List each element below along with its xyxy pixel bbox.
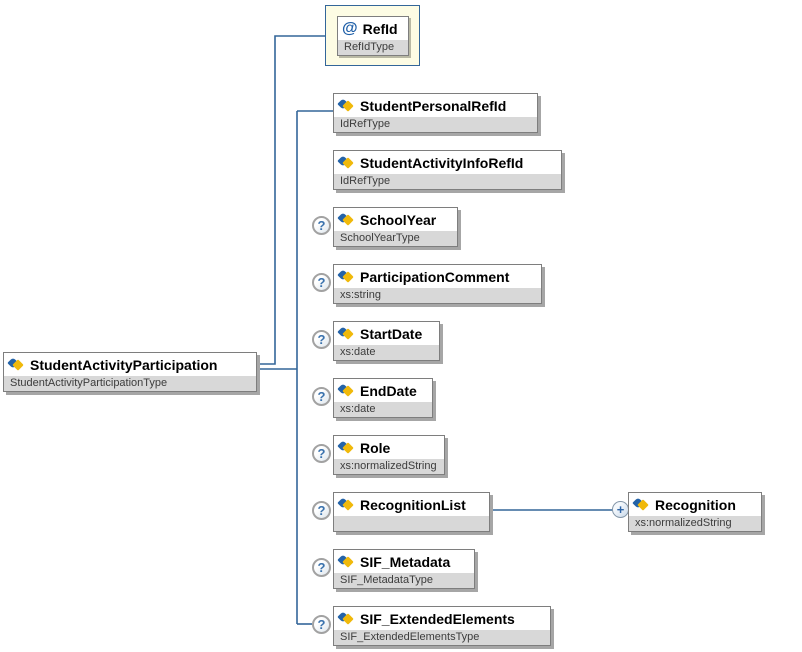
optional-badge: ? <box>312 615 331 634</box>
node-title-row: Role <box>334 436 444 459</box>
node-name: Role <box>360 439 391 456</box>
node-school-year[interactable]: SchoolYear SchoolYearType <box>333 207 458 247</box>
node-refid[interactable]: @ RefId RefIdType <box>337 16 409 56</box>
node-name: RefId <box>362 20 398 37</box>
node-name: Recognition <box>655 496 736 513</box>
node-title-row: EndDate <box>334 379 432 402</box>
element-icon <box>337 439 355 455</box>
node-name: SIF_ExtendedElements <box>360 610 515 627</box>
node-type: IdRefType <box>334 174 561 189</box>
node-type: SchoolYearType <box>334 231 457 246</box>
element-icon <box>337 325 355 341</box>
element-icon <box>337 553 355 569</box>
element-icon <box>337 268 355 284</box>
node-type: RefIdType <box>338 40 408 55</box>
one-or-more-badge: + <box>612 501 629 518</box>
optional-badge: ? <box>312 330 331 349</box>
node-type: xs:date <box>334 402 432 417</box>
optional-badge: ? <box>312 387 331 406</box>
node-role[interactable]: Role xs:normalizedString <box>333 435 445 475</box>
node-type: SIF_ExtendedElementsType <box>334 630 550 645</box>
node-student-personal-refid[interactable]: StudentPersonalRefId IdRefType <box>333 93 538 133</box>
node-sif-metadata[interactable]: SIF_Metadata SIF_MetadataType <box>333 549 475 589</box>
node-title-row: StudentActivityParticipation <box>4 353 256 376</box>
node-start-date[interactable]: StartDate xs:date <box>333 321 440 361</box>
node-name: SchoolYear <box>360 211 437 228</box>
node-title-row: @ RefId <box>338 17 408 40</box>
element-icon <box>337 610 355 626</box>
attribute-at-icon: @ <box>342 19 358 37</box>
node-type <box>334 516 489 531</box>
node-name: StudentPersonalRefId <box>360 97 507 114</box>
optional-badge: ? <box>312 273 331 292</box>
attribute-container: @ RefId RefIdType <box>325 5 420 66</box>
node-name: RecognitionList <box>360 496 466 513</box>
node-recognition[interactable]: Recognition xs:normalizedString <box>628 492 762 532</box>
element-icon <box>337 496 355 512</box>
optional-badge: ? <box>312 444 331 463</box>
node-student-activity-participation[interactable]: StudentActivityParticipation StudentActi… <box>3 352 257 392</box>
node-sif-extended-elements[interactable]: SIF_ExtendedElements SIF_ExtendedElement… <box>333 606 551 646</box>
node-title-row: ParticipationComment <box>334 265 541 288</box>
node-type: StudentActivityParticipationType <box>4 376 256 391</box>
optional-badge: ? <box>312 216 331 235</box>
node-student-activity-info-refid[interactable]: StudentActivityInfoRefId IdRefType <box>333 150 562 190</box>
node-type: xs:date <box>334 345 439 360</box>
element-icon <box>632 496 650 512</box>
element-icon <box>337 382 355 398</box>
node-title-row: SIF_Metadata <box>334 550 474 573</box>
element-icon <box>337 97 355 113</box>
node-recognition-list[interactable]: RecognitionList <box>333 492 490 532</box>
node-name: StudentActivityParticipation <box>30 356 218 373</box>
node-title-row: StudentActivityInfoRefId <box>334 151 561 174</box>
element-icon <box>337 154 355 170</box>
node-participation-comment[interactable]: ParticipationComment xs:string <box>333 264 542 304</box>
node-title-row: RecognitionList <box>334 493 489 516</box>
node-type: IdRefType <box>334 117 537 132</box>
node-title-row: StartDate <box>334 322 439 345</box>
node-name: EndDate <box>360 382 417 399</box>
node-type: xs:normalizedString <box>629 516 761 531</box>
node-title-row: Recognition <box>629 493 761 516</box>
node-title-row: StudentPersonalRefId <box>334 94 537 117</box>
node-name: StartDate <box>360 325 423 342</box>
node-type: SIF_MetadataType <box>334 573 474 588</box>
node-end-date[interactable]: EndDate xs:date <box>333 378 433 418</box>
element-icon <box>7 356 25 372</box>
optional-badge: ? <box>312 558 331 577</box>
node-title-row: SchoolYear <box>334 208 457 231</box>
node-title-row: SIF_ExtendedElements <box>334 607 550 630</box>
node-type: xs:normalizedString <box>334 459 444 474</box>
element-icon <box>337 211 355 227</box>
node-name: SIF_Metadata <box>360 553 451 570</box>
node-type: xs:string <box>334 288 541 303</box>
node-name: StudentActivityInfoRefId <box>360 154 524 171</box>
node-name: ParticipationComment <box>360 268 510 285</box>
optional-badge: ? <box>312 501 331 520</box>
